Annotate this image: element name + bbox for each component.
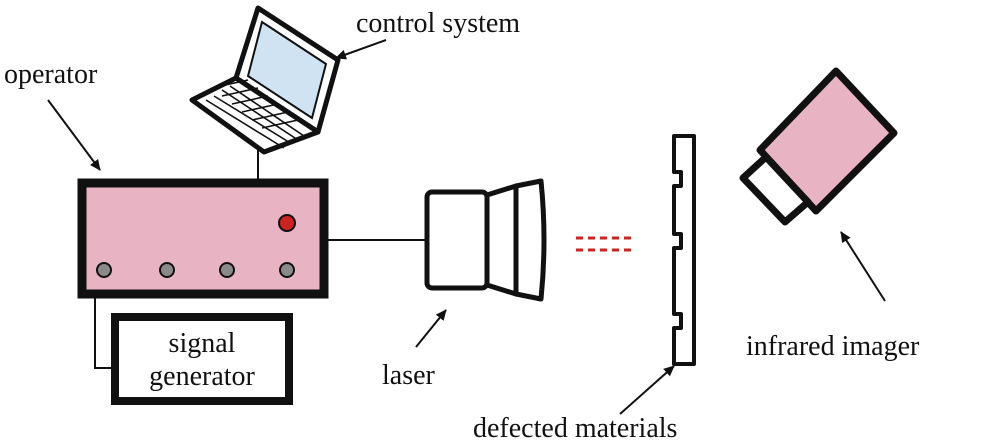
knob [279, 262, 295, 278]
infrared-imager-label: infrared imager [746, 331, 920, 362]
control-unit-icon [77, 178, 329, 299]
control-system-arrow [335, 39, 387, 60]
operator-arrow [47, 99, 101, 171]
signal-generator-label-line2: generator [149, 361, 255, 392]
signal-generator-box: signal generator [111, 313, 293, 405]
knob [96, 262, 112, 278]
knob [159, 262, 175, 278]
defected-materials-label: defected materials [473, 413, 677, 444]
laser-head-icon [424, 178, 547, 302]
infrared-imager-arrow [840, 231, 886, 302]
defected-materials-arrow [619, 365, 675, 415]
defected-sample-icon [672, 134, 696, 366]
signal-generator-label-line1: signal [169, 328, 236, 359]
laptop-icon [189, 5, 341, 180]
control-system-label: control system [356, 8, 520, 39]
laser-arrow [415, 309, 447, 348]
laser-beam [576, 236, 636, 252]
operator-label: operator [4, 59, 98, 90]
knob [219, 262, 235, 278]
infrared-camera-icon [739, 67, 898, 226]
indicator-light [278, 214, 296, 232]
signal-cable [94, 298, 112, 369]
laser-label: laser [382, 360, 436, 391]
